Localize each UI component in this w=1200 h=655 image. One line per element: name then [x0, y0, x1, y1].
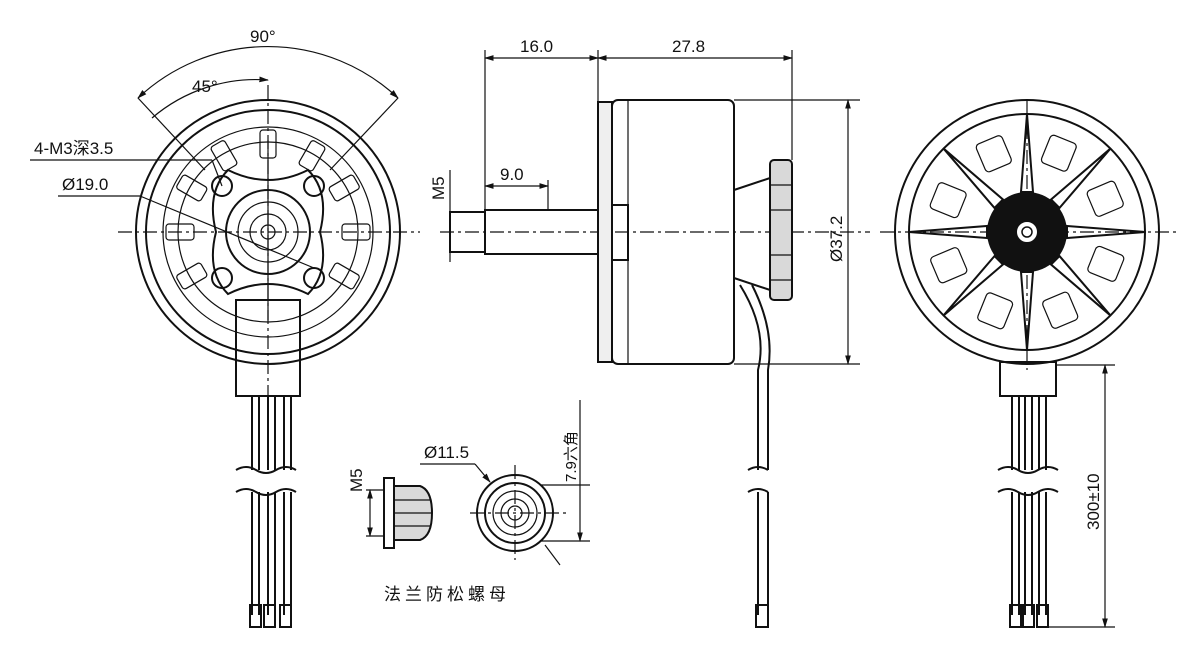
stator-slots: [165, 129, 371, 290]
nut-caption: 法兰防松螺母: [384, 585, 510, 605]
shaft-length-label: 16.0: [520, 37, 553, 56]
hex-size-label: 7.9六角: [563, 431, 580, 482]
nut-detail: M5 Ø11.5 7.9六角 法兰防松螺母: [347, 400, 590, 605]
body-length-label: 27.8: [672, 37, 705, 56]
lead-length-label: 300±10: [1084, 473, 1103, 530]
shaft-thread-label: M5: [429, 176, 448, 200]
shaft-exposed-label: 9.0: [500, 165, 524, 184]
diameter-label: Ø37.2: [827, 216, 846, 262]
angle-45-label: 45°: [192, 77, 218, 96]
angle-90-label: 90°: [250, 27, 276, 46]
front-view: 90° 45° 4-M3深3.5 Ø19.0: [30, 27, 420, 628]
bolt-circle-label: Ø19.0: [62, 175, 108, 194]
mount-hole-label: 4-M3深3.5: [34, 139, 113, 158]
rear-view: 300±10: [880, 99, 1180, 628]
mount-hole: [211, 175, 233, 197]
mount-hole: [303, 267, 325, 289]
nut-thread-label: M5: [347, 468, 366, 492]
mount-hole: [303, 175, 325, 197]
flange-diameter-label: Ø11.5: [424, 443, 469, 462]
side-view: 16.0 27.8 9.0 M5 Ø37.2: [429, 37, 870, 628]
mount-hole: [211, 267, 233, 289]
